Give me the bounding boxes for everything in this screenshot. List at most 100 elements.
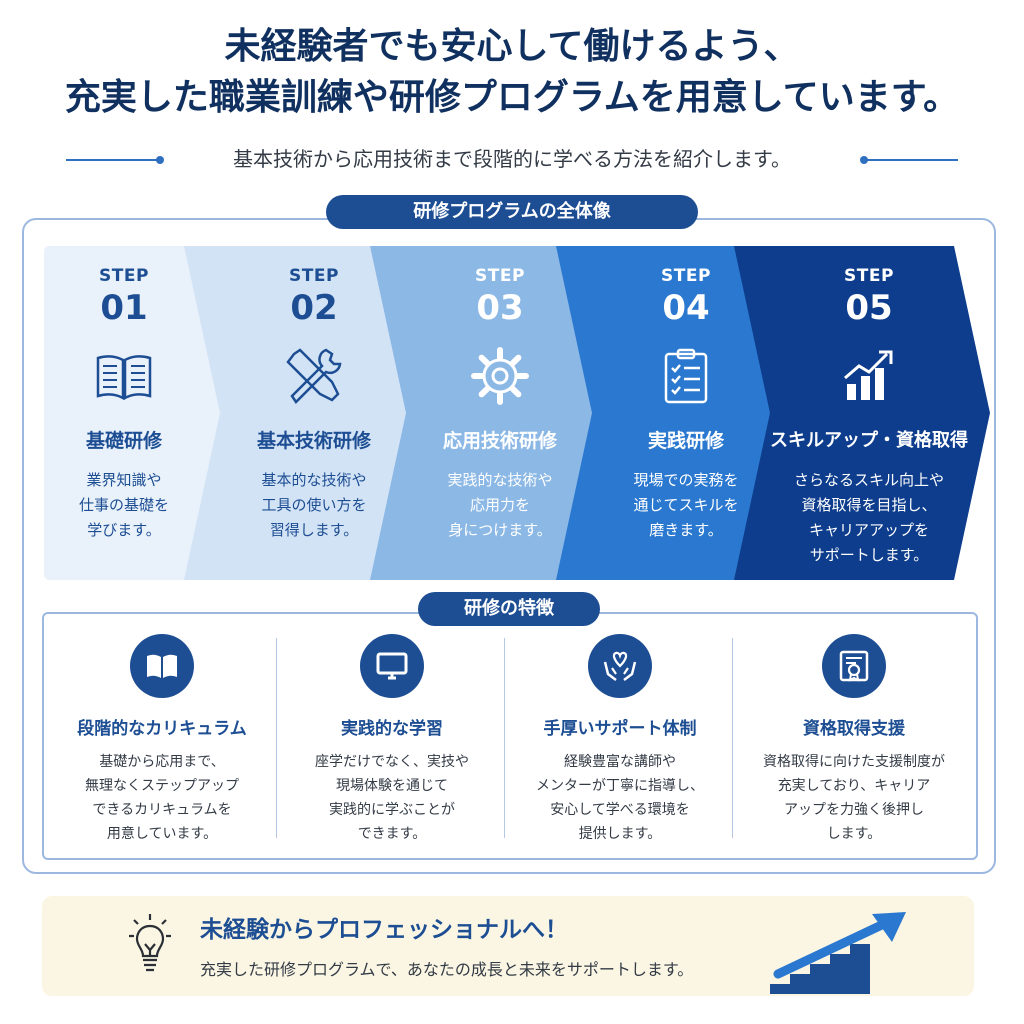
- feature-desc-line: メンターが丁寧に指導し、: [536, 778, 704, 794]
- banner-subtitle: 充実した研修プログラムで、あなたの成長と未来をサポートします。: [200, 960, 694, 979]
- step-desc-line: さらなるスキル向上や: [793, 471, 944, 489]
- step-number: 03: [476, 288, 524, 328]
- banner-title: 未経験からプロフェッショナルへ！: [200, 917, 568, 943]
- step-desc: 業界知識や 仕事の基礎を 学びます。: [44, 468, 204, 543]
- feature-icon-circle: [130, 634, 194, 698]
- feature-desc-line: 座学だけでなく、実技や: [315, 754, 469, 770]
- step-desc: さらなるスキル向上や 資格取得を目指し、 キャリアアップを サポートします。: [764, 468, 974, 568]
- step-label: STEP: [99, 266, 149, 286]
- feature-title: 資格取得支援: [803, 719, 905, 739]
- feature-desc-line: 用意しています。: [106, 826, 218, 842]
- step-desc: 現場での実務を 通じてスキルを 磨きます。: [586, 468, 786, 543]
- gear-icon: [471, 347, 529, 405]
- feature-certification: 資格取得支援 資格取得に向けた支援制度が 充実しており、キャリア アップを力強く…: [740, 614, 968, 858]
- feature-desc-line: アップを力強く後押し: [784, 802, 924, 818]
- feature-practical: 実践的な学習 座学だけでなく、実技や 現場体験を通じて 実践的に学ぶことが でき…: [278, 614, 506, 858]
- step-04: STEP 04 実践研修 現場での実務を 通じてスキルを 磨きます。: [556, 246, 816, 580]
- feature-title: 手厚いサポート体制: [543, 719, 697, 739]
- step-05-chevron: [734, 246, 990, 580]
- step-desc-line: 習得します。: [269, 521, 359, 539]
- steps-row: STEP 01 基礎研修 業界知識や 仕事の基礎を 学びます。 STEP 02: [44, 246, 994, 580]
- feature-desc-line: できるカリキュラムを: [92, 802, 232, 818]
- book-icon: [147, 654, 177, 678]
- step-label: STEP: [844, 266, 894, 286]
- step-desc-line: 身につけます。: [448, 521, 552, 539]
- step-label: STEP: [475, 266, 525, 286]
- step-label: STEP: [661, 266, 711, 286]
- step-02-chevron: [184, 246, 434, 580]
- step-number: 04: [662, 288, 710, 328]
- step-01: STEP 01 基礎研修 業界知識や 仕事の基礎を 学びます。: [44, 246, 284, 580]
- step-03: STEP 03 応用技術研修 実践的な技術や 応用力を 身につけます。: [370, 246, 630, 580]
- divider-right: [864, 159, 958, 161]
- step-number: 01: [100, 288, 148, 328]
- subheadline-text: 基本技術から応用技術まで段階的に学べる方法を紹介します。: [233, 147, 791, 171]
- feature-desc-line: します。: [826, 826, 882, 842]
- feature-desc: 資格取得に向けた支援制度が 充実しており、キャリア アップを力強く後押し します…: [740, 750, 968, 846]
- step-number: 02: [290, 288, 338, 328]
- step-desc-line: 業界知識や: [86, 471, 162, 489]
- feature-icon-circle: [822, 634, 886, 698]
- step-desc-line: サポートします。: [809, 546, 929, 564]
- step-desc: 基本的な技術や 工具の使い方を 習得します。: [214, 468, 414, 543]
- step-title: 応用技術研修: [442, 430, 557, 452]
- feature-desc-line: 充実しており、キャリア: [777, 778, 931, 794]
- feature-desc-line: 安心して学べる環境を: [550, 802, 690, 818]
- feature-divider: [276, 638, 277, 838]
- bottom-banner: 未経験からプロフェッショナルへ！ 充実した研修プログラムで、あなたの成長と未来を…: [42, 896, 974, 996]
- feature-desc: 座学だけでなく、実技や 現場体験を通じて 実践的に学ぶことが できます。: [278, 750, 506, 846]
- feature-desc-line: 現場体験を通じて: [336, 778, 448, 794]
- step-title: スキルアップ・資格取得: [770, 430, 968, 451]
- feature-title: 段階的なカリキュラム: [77, 719, 247, 739]
- headline: 未経験者でも安心して働けるよう、 充実した職業訓練や研修プログラムを用意していま…: [0, 22, 1024, 124]
- feature-desc: 基礎から応用まで、 無理なくステップアップ できるカリキュラムを 用意しています…: [48, 750, 276, 846]
- step-desc: 実践的な技術や 応用力を 身につけます。: [400, 468, 600, 543]
- feature-desc-line: 経験豊富な講師や: [564, 754, 676, 770]
- step-label: STEP: [289, 266, 339, 286]
- feature-divider: [504, 638, 505, 838]
- features-panel: 段階的なカリキュラム 基礎から応用まで、 無理なくステップアップ できるカリキュ…: [42, 612, 978, 860]
- monitor-icon: [376, 652, 408, 680]
- features-title: 研修の特徴: [418, 592, 600, 626]
- feature-icon-circle: [588, 634, 652, 698]
- step-desc-line: 応用力を: [469, 496, 530, 514]
- certificate-icon: [839, 650, 869, 682]
- feature-desc-line: 無理なくステップアップ: [85, 778, 239, 794]
- feature-desc-line: 基礎から応用まで、: [99, 754, 225, 770]
- step-03-chevron: [370, 246, 620, 580]
- feature-desc: 経験豊富な講師や メンターが丁寧に指導し、 安心して学べる環境を 提供します。: [506, 750, 734, 846]
- step-desc-line: 学びます。: [87, 521, 161, 539]
- feature-title: 実践的な学習: [341, 719, 443, 739]
- growth-chart-icon: [844, 350, 893, 400]
- feature-curriculum: 段階的なカリキュラム 基礎から応用まで、 無理なくステップアップ できるカリキュ…: [48, 614, 276, 858]
- step-title: 実践研修: [647, 430, 724, 452]
- feature-desc-line: できます。: [357, 826, 427, 842]
- step-desc-line: 工具の使い方を: [261, 496, 367, 514]
- stairs-arrow-icon: [770, 912, 906, 994]
- feature-support: 手厚いサポート体制 経験豊富な講師や メンターが丁寧に指導し、 安心して学べる環…: [506, 614, 734, 858]
- step-desc-line: 実践的な技術や: [447, 471, 553, 489]
- step-desc-line: 通じてスキルを: [633, 496, 739, 514]
- step-title: 基本技術研修: [256, 430, 371, 452]
- step-01-chevron: [44, 246, 246, 580]
- program-title: 研修プログラムの全体像: [326, 195, 698, 229]
- step-desc-line: 基本的な技術や: [261, 471, 367, 489]
- step-desc-line: 仕事の基礎を: [78, 496, 169, 514]
- heart-hands-icon: [603, 651, 637, 681]
- open-book-icon: [96, 355, 152, 401]
- feature-icon-circle: [360, 634, 424, 698]
- step-desc-line: 現場での実務を: [633, 471, 739, 489]
- feature-desc-line: 提供します。: [578, 826, 662, 842]
- step-desc-line: キャリアアップを: [808, 521, 929, 539]
- step-04-chevron: [556, 246, 806, 580]
- subheadline: 基本技術から応用技術まで段階的に学べる方法を紹介します。: [66, 146, 958, 172]
- divider-left: [66, 159, 160, 161]
- clipboard-checklist-icon: [664, 348, 708, 404]
- tools-icon: [286, 348, 342, 404]
- feature-desc-line: 資格取得に向けた支援制度が: [763, 754, 945, 770]
- lightbulb-icon: [129, 914, 171, 972]
- feature-divider: [732, 638, 733, 838]
- feature-desc-line: 実践的に学ぶことが: [329, 802, 455, 818]
- headline-line-1: 未経験者でも安心して働けるよう、: [224, 26, 800, 67]
- headline-line-2: 充実した職業訓練や研修プログラムを用意しています。: [64, 77, 960, 118]
